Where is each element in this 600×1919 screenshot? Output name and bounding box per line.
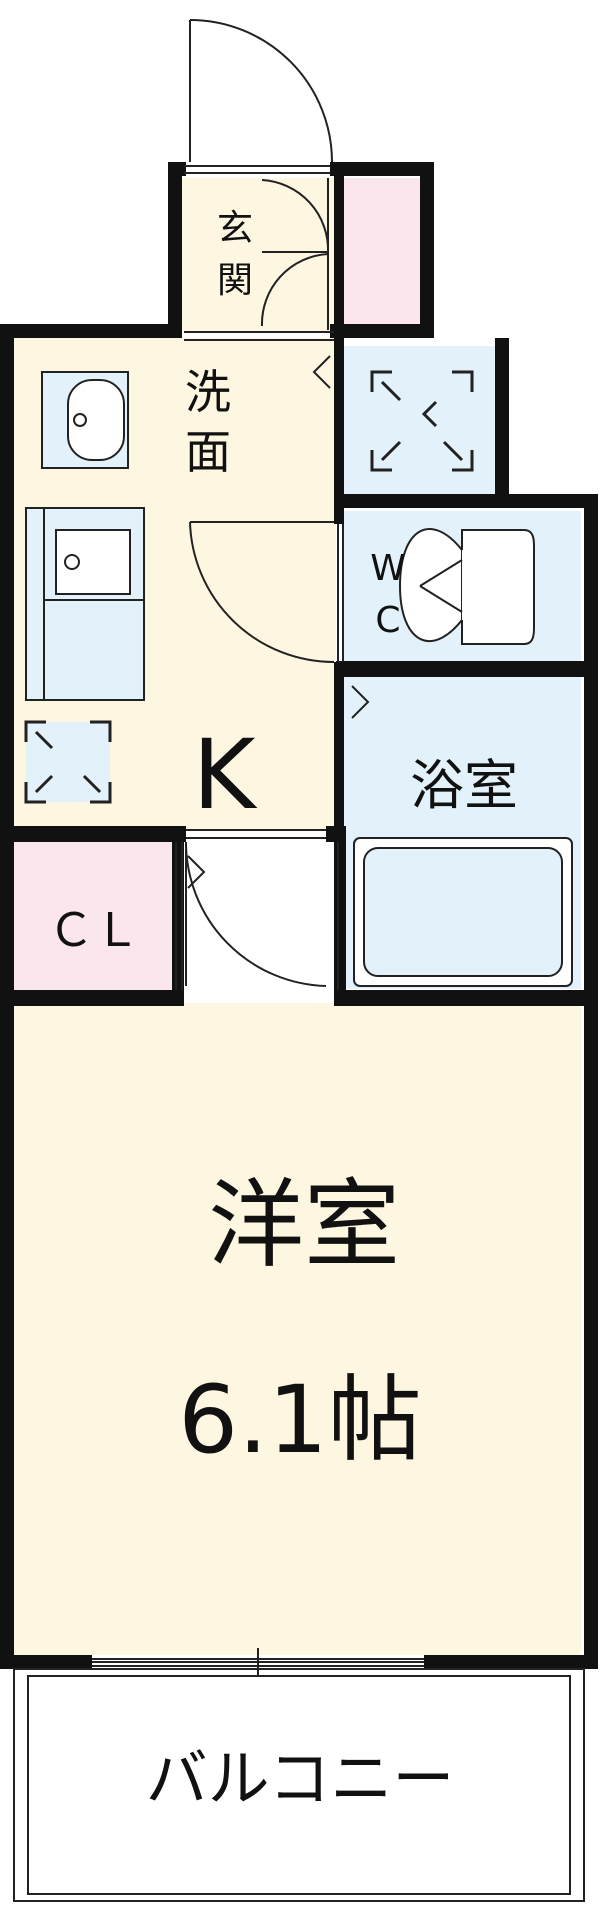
door-stopper-1 <box>312 355 331 389</box>
western-room-size: 6.1帖 <box>178 1366 422 1475</box>
wall-bath-bottom <box>334 990 598 1006</box>
balcony-label: バルコニー <box>146 1742 455 1815</box>
wall-wc-bath <box>336 661 598 677</box>
toilet-label-1: W <box>370 548 406 589</box>
washer-corner-tr <box>452 370 474 392</box>
washer-corner-tl <box>370 370 402 402</box>
space-markers <box>24 370 474 804</box>
kitchen-stove <box>43 599 145 701</box>
wall-entrance-top-left <box>168 162 186 176</box>
fridge-corner-bl <box>24 774 54 804</box>
balcony <box>13 1648 585 1902</box>
wall-bottom-left <box>0 1655 92 1669</box>
wall-entrance-top-right <box>330 162 434 176</box>
wall-kitchen-partition-lower <box>334 662 344 842</box>
wall-washer-right <box>495 338 509 506</box>
door-stopper-2 <box>351 685 370 719</box>
washroom-label-1: 洗 <box>185 365 231 419</box>
closet-label: ＣＬ <box>48 903 140 957</box>
toilet-label-2: C <box>375 600 400 641</box>
washer-corner-br <box>442 440 474 472</box>
doors <box>185 19 370 987</box>
washroom-label-2: 面 <box>185 425 231 479</box>
washer-corner-bl <box>370 440 402 472</box>
fridge-corner-br <box>82 774 112 804</box>
western-room-label: 洋室 <box>208 1169 400 1281</box>
wall-closet-bottom <box>0 990 184 1006</box>
wall-storage-divider <box>334 162 344 332</box>
wall-kitchen-closet <box>0 826 186 842</box>
toilet-bowl <box>398 528 463 642</box>
shoe-cabinet-door-2 <box>260 253 329 327</box>
kitchen-sink-drain <box>64 554 80 570</box>
kitchen-sink <box>55 529 131 595</box>
washroom-door-swing <box>189 521 335 663</box>
western-room-area <box>14 1003 581 1655</box>
closet-area <box>14 840 172 990</box>
wash-basin-bowl <box>67 379 125 461</box>
wall-bottom-right <box>424 1655 598 1669</box>
fridge-corner-tr <box>90 720 112 742</box>
entrance-label-1: 玄 <box>217 208 253 249</box>
wall-kitchen-partition <box>334 338 344 524</box>
washer-space <box>343 346 499 496</box>
bath-label: 浴室 <box>410 754 518 817</box>
shoe-cabinet-door-1 <box>261 179 330 253</box>
bathtub-inner <box>363 847 563 977</box>
door-stopper-3 <box>187 855 206 889</box>
wash-basin-drain <box>73 413 87 427</box>
fixtures <box>25 371 573 987</box>
labels: 玄 関 洗 面 K W C 浴室 ＣＬ 洋室 6.1帖 バルコニー <box>48 208 518 1815</box>
storage-area <box>343 178 425 332</box>
entrance-label-2: 関 <box>217 260 253 301</box>
wall-entrance-left <box>168 162 182 336</box>
toilet-tank <box>461 529 535 645</box>
washer-center-mark <box>421 400 438 428</box>
kitchen-label: K <box>193 719 258 831</box>
entrance-area <box>180 178 335 332</box>
fridge-corner-tl <box>24 720 54 750</box>
front-door-swing <box>189 19 333 163</box>
room-door-swing <box>185 841 327 987</box>
wall-top-right <box>330 324 434 338</box>
toilet-seat <box>419 559 463 613</box>
wall-top-left <box>0 324 182 338</box>
wall-washer-bottom <box>336 494 598 508</box>
balcony-rail <box>27 1675 571 1895</box>
balcony-outline <box>13 1668 585 1902</box>
wall-storage-right <box>420 162 434 338</box>
wall-bath-left <box>334 826 346 1006</box>
wall-outer-right <box>584 494 598 1669</box>
